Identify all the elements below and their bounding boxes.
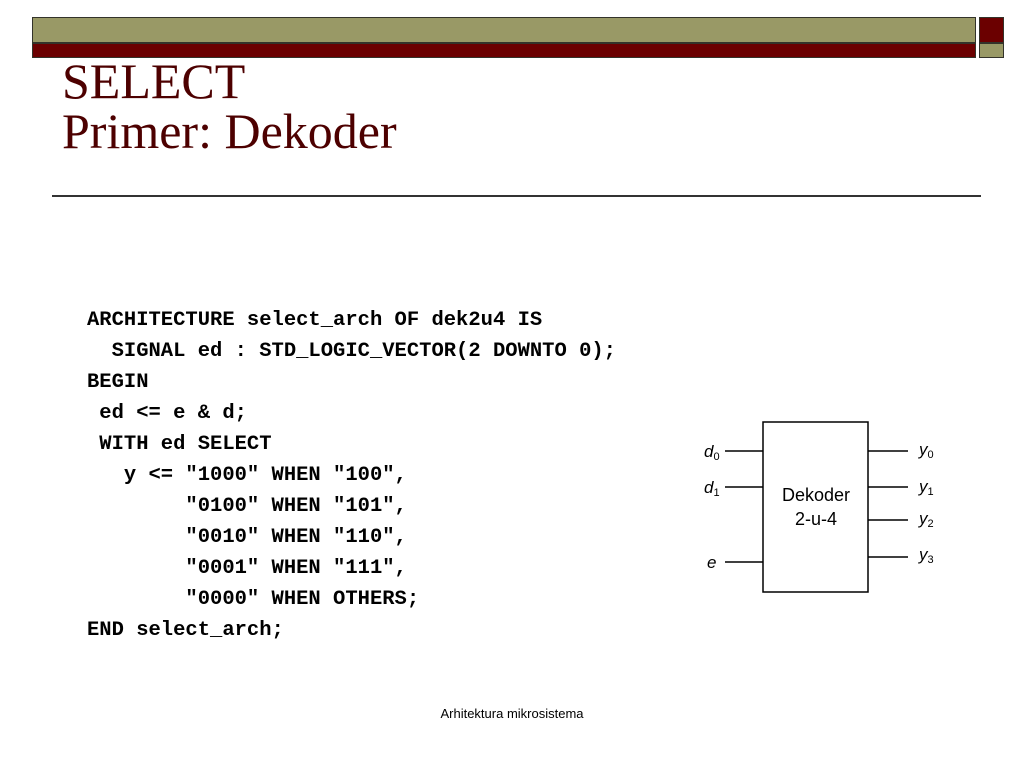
decoder-label-line1: Dekoder <box>782 485 850 505</box>
code-line: BEGIN <box>87 371 149 394</box>
code-line: SIGNAL ed : STD_LOGIC_VECTOR(2 DOWNTO 0)… <box>87 340 616 363</box>
decoder-label-line2: 2-u-4 <box>795 509 837 529</box>
slide-title-line1: SELECT <box>62 53 246 109</box>
title-divider <box>52 195 981 197</box>
output-label-y3: y3 <box>918 545 934 566</box>
header-square-olive <box>979 43 1004 58</box>
code-line: "0001" WHEN "111", <box>87 557 407 580</box>
header-square-maroon <box>979 17 1004 43</box>
code-line: y <= "1000" WHEN "100", <box>87 464 407 487</box>
slide-footer: Arhitektura mikrosistema <box>440 706 584 721</box>
header-bar-maroon <box>32 43 976 58</box>
decoder-block-diagram: Dekoder 2-u-4 d0 d1 e y0 y1 y2 y3 <box>704 421 934 593</box>
slide-title: SELECT Primer: Dekoder <box>62 56 397 156</box>
decoder-block <box>762 421 869 593</box>
input-label-e: e <box>707 553 716 572</box>
input-label-d1: d1 <box>704 478 720 499</box>
vhdl-code-block: ARCHITECTURE select_arch OF dek2u4 IS SI… <box>87 305 616 646</box>
code-line: ARCHITECTURE select_arch OF dek2u4 IS <box>87 309 543 332</box>
code-line: "0100" WHEN "101", <box>87 495 407 518</box>
code-line: ed <= e & d; <box>87 402 247 425</box>
output-label-y1: y1 <box>918 477 934 498</box>
code-line: WITH ed SELECT <box>87 433 272 456</box>
code-line: "0010" WHEN "110", <box>87 526 407 549</box>
code-line: END select_arch; <box>87 619 284 642</box>
input-label-d0: d0 <box>704 442 720 463</box>
output-label-y0: y0 <box>918 440 934 461</box>
output-label-y2: y2 <box>918 509 934 530</box>
header-bar-olive <box>32 17 976 43</box>
code-line: "0000" WHEN OTHERS; <box>87 588 420 611</box>
slide-title-line2: Primer: Dekoder <box>62 103 397 159</box>
